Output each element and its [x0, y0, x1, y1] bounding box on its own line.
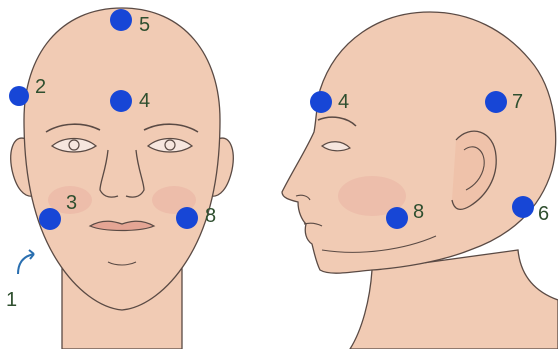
front-label-8: 8 — [205, 205, 216, 227]
front-label-2: 2 — [35, 76, 46, 98]
front-marker-4 — [110, 90, 132, 112]
front-label-1: 1 — [6, 289, 17, 311]
front-marker-2 — [9, 86, 29, 106]
front-marker-3 — [39, 208, 61, 230]
side-face-outline — [282, 12, 556, 273]
side-marker-7 — [485, 91, 507, 113]
front-label-5: 5 — [139, 14, 150, 36]
side-marker-6 — [512, 196, 534, 218]
side-label-4: 4 — [338, 91, 349, 113]
front-head — [11, 8, 233, 349]
front-label-3: 3 — [66, 192, 77, 214]
side-head — [282, 12, 558, 349]
side-label-6: 6 — [538, 203, 549, 225]
side-marker-4 — [310, 91, 332, 113]
front-marker-8 — [176, 207, 198, 229]
side-label-7: 7 — [512, 91, 523, 113]
side-label-8: 8 — [413, 201, 424, 223]
front-marker-5 — [110, 9, 132, 31]
side-marker-8 — [386, 207, 408, 229]
front-label-4: 4 — [139, 90, 150, 112]
